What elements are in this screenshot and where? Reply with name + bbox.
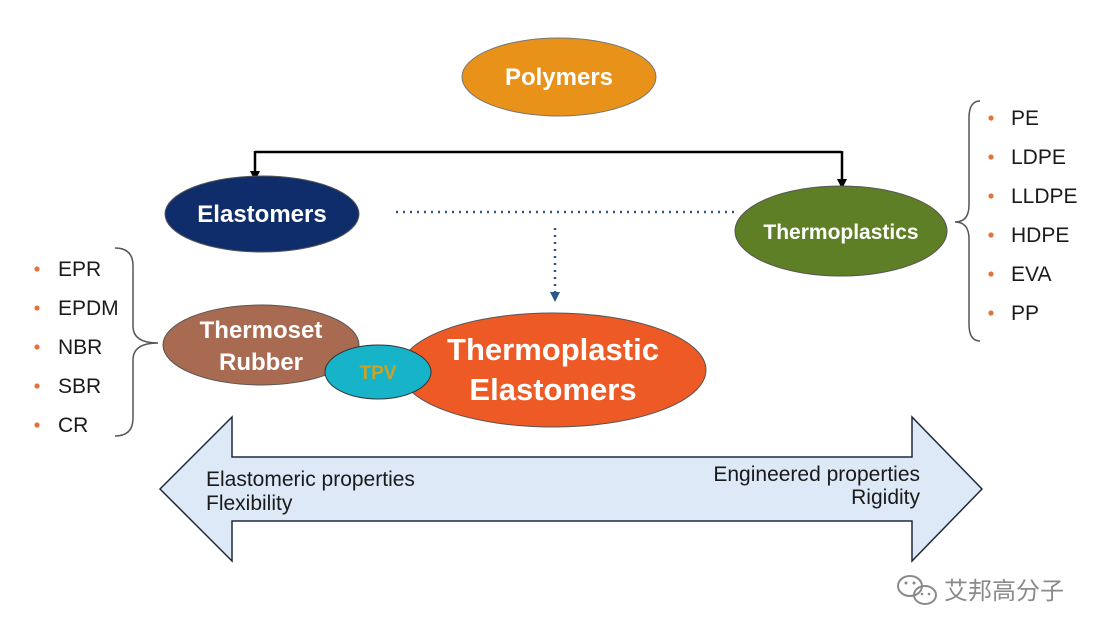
tpe-label-line1: Thermoplastic — [447, 332, 659, 367]
rubber-item: NBR — [58, 336, 102, 359]
list-item: EVA — [988, 263, 1051, 286]
thermoplastics-list-brace — [954, 100, 981, 342]
bullet-icon — [34, 266, 40, 272]
list-item: CR — [34, 414, 88, 437]
bullet-icon — [988, 271, 994, 277]
thermoplastics-list: PE LDPE LLDPE HDPE EVA PP — [988, 107, 1078, 325]
rubber-list: EPR EPDM NBR SBR CR — [34, 258, 119, 437]
bullet-icon — [988, 193, 994, 199]
list-item: NBR — [34, 336, 102, 359]
arrow-left-line2: Flexibility — [206, 492, 293, 515]
list-item: LDPE — [988, 146, 1066, 169]
rubber-list-brace — [114, 247, 159, 437]
property-spectrum-arrow: Elastomeric properties Flexibility Engin… — [158, 415, 984, 563]
rubber-item: EPDM — [58, 297, 119, 320]
thermoplastic-item: PP — [1011, 302, 1039, 325]
thermoplastic-item: EVA — [1011, 263, 1051, 286]
arrow-right-line2: Rigidity — [851, 486, 920, 509]
elastomers-node: Elastomers — [164, 175, 360, 253]
rubber-item: SBR — [58, 375, 101, 398]
bullet-icon — [988, 310, 994, 316]
thermoplastic-item: LDPE — [1011, 146, 1066, 169]
bullet-icon — [34, 422, 40, 428]
bullet-icon — [988, 232, 994, 238]
bullet-icon — [34, 383, 40, 389]
list-item: EPR — [34, 258, 101, 281]
tpv-node: TPV — [324, 344, 432, 400]
list-item: SBR — [34, 375, 101, 398]
list-item: PE — [988, 107, 1039, 130]
double-arrow-shape — [158, 415, 984, 563]
list-item: LLDPE — [988, 185, 1078, 208]
polymers-node: Polymers — [461, 37, 657, 117]
tpe-label-line2: Elastomers — [469, 372, 636, 407]
thermoplastics-node: Thermoplastics — [734, 185, 948, 277]
bullet-icon — [34, 344, 40, 350]
list-item: EPDM — [34, 297, 119, 320]
polymers-label: Polymers — [505, 64, 613, 91]
thermoplastic-item: PE — [1011, 107, 1039, 130]
thermoplastic-item: HDPE — [1011, 224, 1069, 247]
wechat-icon — [897, 575, 937, 605]
list-item: HDPE — [988, 224, 1069, 247]
watermark-label: 艾邦高分子 — [944, 577, 1064, 605]
elastomers-label: Elastomers — [197, 201, 326, 228]
tpv-label: TPV — [360, 363, 397, 384]
thermoplastic-item: LLDPE — [1011, 185, 1078, 208]
watermark: 艾邦高分子 — [897, 575, 1064, 605]
bullet-icon — [988, 154, 994, 160]
arrow-right-line1: Engineered properties — [713, 463, 920, 486]
thermoset-rubber-label-line1: Thermoset — [200, 317, 323, 344]
arrow-left-line1: Elastomeric properties — [206, 468, 415, 491]
rubber-item: CR — [58, 414, 88, 437]
rubber-item: EPR — [58, 258, 101, 281]
bullet-icon — [34, 305, 40, 311]
list-item: PP — [988, 302, 1039, 325]
tpe-node: Thermoplastic Elastomers — [399, 312, 707, 428]
thermoset-rubber-node: Thermoset Rubber — [162, 304, 360, 386]
thermoplastics-label: Thermoplastics — [763, 221, 918, 244]
bullet-icon — [988, 115, 994, 121]
thermoset-rubber-label-line2: Rubber — [219, 349, 303, 376]
